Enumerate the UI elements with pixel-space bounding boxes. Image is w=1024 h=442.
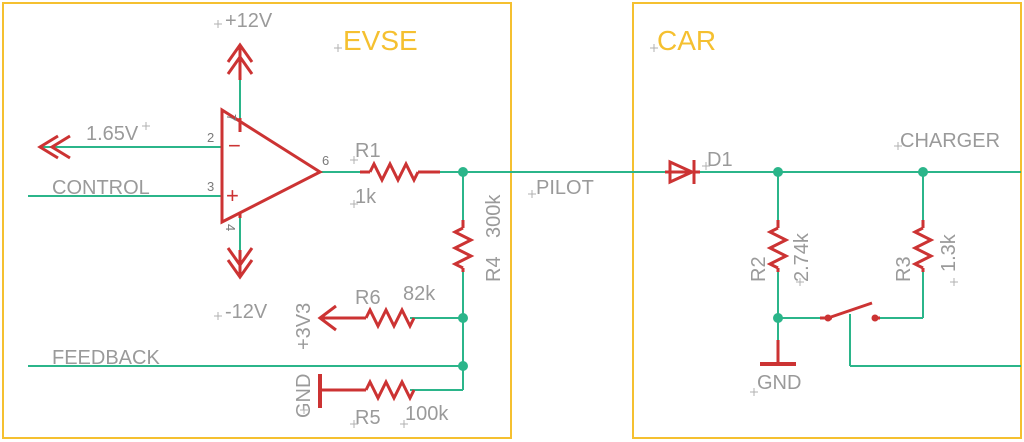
r4-value: 300k <box>483 194 505 238</box>
junction-charger <box>918 167 928 177</box>
ref-arrow-icon <box>37 134 71 160</box>
junctions <box>458 167 928 371</box>
r5-name: R5 <box>355 407 381 429</box>
label-gnd-evse: GND <box>293 374 315 418</box>
d1-name: D1 <box>707 149 733 171</box>
r1-resistor <box>360 160 440 184</box>
origin-markers <box>142 20 958 428</box>
gnd-car-icon <box>760 340 796 366</box>
r2-name: R2 <box>748 256 770 282</box>
junction-r6 <box>458 313 468 323</box>
junction-feedback <box>458 361 468 371</box>
r5-resistor <box>320 378 416 402</box>
car-wires <box>698 171 1021 367</box>
label-control: CONTROL <box>52 177 150 199</box>
switch <box>820 301 880 322</box>
r2-value: 2.74k <box>791 232 813 282</box>
car-block-title: CAR <box>657 25 716 56</box>
label-plus12v: +12V <box>225 10 273 32</box>
r4-resistor <box>451 220 475 272</box>
opamp-pin-inv: 2 <box>207 130 214 145</box>
junction-d1 <box>773 167 783 177</box>
junction-pilot <box>458 167 468 177</box>
opamp-pin-noninv: 3 <box>207 179 214 194</box>
r1-name: R1 <box>355 140 381 162</box>
r6-value: 82k <box>403 283 436 305</box>
r4-name: R4 <box>483 256 505 282</box>
label-feedback: FEEDBACK <box>52 347 160 369</box>
opamp-pin-out: 6 <box>322 153 329 168</box>
car-block-frame <box>632 2 1022 439</box>
opamp-pin-vpos: 7 <box>224 114 239 121</box>
junction-r2-bottom <box>773 313 783 323</box>
r3-name: R3 <box>893 256 915 282</box>
plus12-arrow-icon <box>226 42 254 80</box>
opamp-minus-sign: − <box>228 133 241 158</box>
r1-value: 1k <box>355 186 377 208</box>
evse-block-frame <box>2 2 512 439</box>
d1-diode <box>665 159 700 185</box>
plus3v3-arrow-icon <box>317 304 340 332</box>
opamp-pin-vneg: 4 <box>223 224 238 231</box>
label-minus12v: -12V <box>225 301 268 323</box>
opamp: 2 3 6 7 4 − + <box>207 107 329 231</box>
r2-resistor <box>766 220 790 272</box>
label-charger: CHARGER <box>900 130 1000 152</box>
label-pilot: PILOT <box>536 177 594 199</box>
r5-value: 100k <box>405 403 449 425</box>
minus12-arrow-icon <box>226 247 254 280</box>
opamp-plus-sign: + <box>226 183 239 208</box>
r3-value: 1.3k <box>938 233 960 272</box>
r3-resistor <box>911 220 935 272</box>
evse-block-title: EVSE <box>343 25 418 56</box>
r6-name: R6 <box>355 287 381 309</box>
label-ref-voltage: 1.65V <box>86 123 139 145</box>
label-gnd-car: GND <box>757 372 801 394</box>
label-plus3v3: +3V3 <box>293 303 315 350</box>
r6-resistor <box>335 306 416 330</box>
